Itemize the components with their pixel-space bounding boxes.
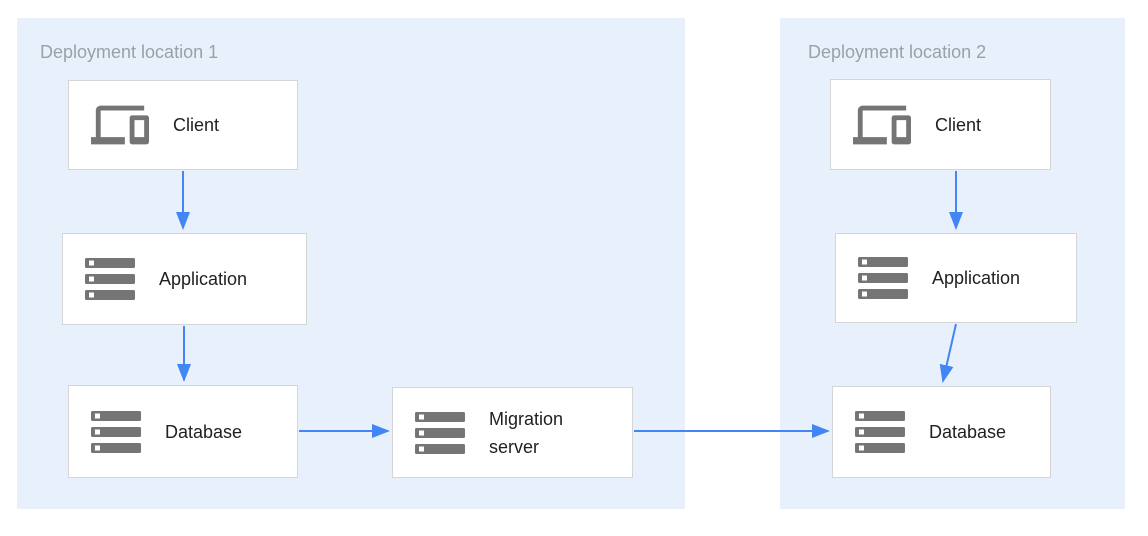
node-label: Database xyxy=(165,421,243,442)
server-icon xyxy=(855,411,905,453)
server-icon xyxy=(85,258,135,300)
node-database-2: Database xyxy=(832,386,1051,478)
node-label: Database xyxy=(929,422,1007,442)
node-database-1: Database xyxy=(68,385,298,478)
node-application-2: Application xyxy=(835,233,1077,323)
server-icon xyxy=(91,410,141,453)
node-client-2: Client xyxy=(830,79,1051,170)
node-migration-server: Migration server xyxy=(392,387,633,478)
node-label: Client xyxy=(935,114,982,135)
devices-icon xyxy=(91,96,149,154)
node-label: Application xyxy=(159,269,248,289)
node-application-1: Application xyxy=(62,233,307,325)
server-icon xyxy=(858,257,908,299)
node-label: Client xyxy=(173,115,220,135)
region-label: Deployment location 2 xyxy=(808,42,987,62)
node-label: Migration server xyxy=(489,408,564,457)
node-client-1: Client xyxy=(68,80,298,170)
node-label: Application xyxy=(932,268,1021,288)
server-icon xyxy=(415,411,465,454)
region-label: Deployment location 1 xyxy=(40,42,219,62)
devices-icon xyxy=(853,96,911,154)
